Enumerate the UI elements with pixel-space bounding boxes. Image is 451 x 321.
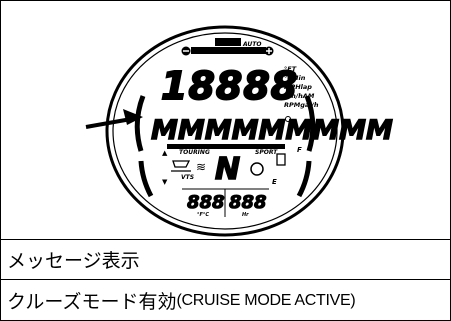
- gauge-illustration: AUTO 18888 °FT °CMin MPHlap Km/hAM RPMga…: [85, 25, 394, 237]
- cruise-mode-label-en: (CRUISE MODE ACTIVE): [176, 291, 356, 309]
- touring-label: TOURING: [179, 149, 210, 156]
- tach-segments: [134, 95, 316, 198]
- gauge-figure: AUTO 18888 °FT °CMin MPHlap Km/hAM RPMga…: [1, 1, 450, 240]
- auto-label: AUTO: [242, 41, 261, 48]
- temp-unit: °F°C: [197, 212, 209, 218]
- gear-indicator: N: [215, 152, 240, 187]
- wave-icon: ≋: [196, 160, 206, 174]
- fuel-empty-label: E: [272, 178, 277, 186]
- unit-labels: °FT °CMin MPHlap Km/hAM RPMgal/h: [284, 65, 319, 109]
- message-display: MMMMMMMMM: [151, 115, 393, 146]
- trim-down-icon: ▼: [162, 178, 168, 186]
- unit-label-1: °FT: [284, 65, 297, 73]
- message-display-row: メッセージ表示: [1, 240, 450, 280]
- sport-label: SPORT: [255, 149, 278, 156]
- fuel-icon: [276, 153, 286, 166]
- message-display-label: メッセージ表示: [7, 250, 140, 272]
- boat-icon: [171, 160, 191, 172]
- hours-digits: 888: [229, 192, 267, 213]
- unit-label-5: RPMgal/h: [284, 101, 319, 109]
- bottom-readouts: 888 °F°C 888 Hr: [182, 188, 269, 218]
- trim-up-icon: ▲: [162, 149, 168, 157]
- fuel-full-label: F: [297, 146, 302, 154]
- cruise-mode-label-jp: クルーズモード有効: [7, 291, 177, 313]
- vts-label: VTS: [181, 174, 194, 181]
- unit-label-4: Km/hAM: [284, 92, 315, 100]
- unit-label-3: MPHlap: [284, 83, 312, 91]
- arrow-icon: [85, 109, 143, 129]
- unit-label-2: °CMin: [284, 74, 306, 82]
- mode-bar: AUTO: [181, 38, 274, 56]
- cruise-mode-row: クルーズモード有効(CRUISE MODE ACTIVE): [1, 281, 450, 320]
- indicator-dot: [285, 116, 291, 122]
- temp-digits: 888: [187, 192, 225, 213]
- steering-icon: [250, 162, 264, 176]
- brand-logo: [215, 38, 241, 46]
- speed-digits: 18888: [161, 64, 298, 108]
- hours-unit: Hr: [242, 212, 249, 218]
